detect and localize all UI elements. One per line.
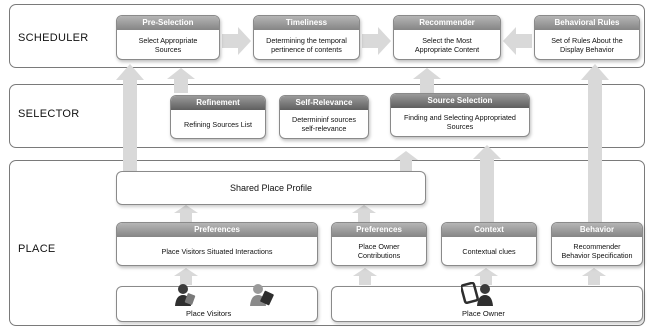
recommender-box: Recommender Select the Most Appropriate … — [393, 15, 501, 60]
arrow-owner-to-context — [474, 268, 498, 285]
refinement-body: Refining Sources List — [184, 119, 252, 129]
place-layer-label: PLACE — [18, 243, 56, 255]
arrow-refinement-to-preselection — [167, 68, 195, 93]
owner-person-icon — [477, 284, 493, 306]
visitor-preferences-title: Preferences — [117, 223, 317, 237]
context-box: Context Contextual clues — [441, 222, 537, 266]
arrow-sourceselection-to-recommender — [413, 68, 441, 93]
behavioral-rules-body: Set of Rules About the Display Behavior — [551, 35, 623, 54]
behavior-box: Behavior Recommender Behavior Specificat… — [551, 222, 643, 266]
arrow-preselection-to-timeliness — [222, 27, 251, 55]
context-body: Contextual clues — [462, 246, 516, 256]
timeliness-box: Timeliness Determining the temporal pert… — [253, 15, 360, 60]
preselection-body: Select Appropriate Sources — [138, 35, 198, 54]
owner-preferences-title: Preferences — [332, 223, 426, 237]
place-layer — [9, 160, 645, 326]
arrow-timeliness-to-recommender — [362, 27, 391, 55]
arrow-behavior-to-recommender — [503, 27, 532, 55]
arrow-visitorprefs-to-profile — [174, 205, 198, 222]
self-relevance-body: Determininf sources self-relevance — [292, 115, 356, 133]
scheduler-layer-label: SCHEDULER — [18, 32, 89, 44]
shared-place-profile: Shared Place Profile — [116, 171, 426, 205]
timeliness-title: Timeliness — [254, 16, 359, 30]
arrow-behavior-to-rules — [581, 64, 609, 222]
visitor-person-icon — [175, 284, 196, 306]
self-relevance-box: Self-Relevance Determininf sources self-… — [279, 95, 369, 139]
behavioral-rules-box: Behavioral Rules Set of Rules About the … — [534, 15, 640, 60]
refinement-box: Refinement Refining Sources List — [170, 95, 266, 139]
owner-preferences-body: Place Owner Contributions — [357, 242, 401, 260]
arrow-profile-to-sourceselection — [394, 151, 418, 172]
place-visitors-box — [116, 286, 318, 322]
owner-display-icon — [461, 282, 479, 305]
visitor-preferences-body: Place Visitors Situated Interactions — [161, 246, 273, 256]
visitor-person-with-tablet-icon — [250, 284, 274, 306]
arrow-owner-to-behavior — [582, 268, 606, 285]
preselection-box: Pre-Selection Select Appropriate Sources — [116, 15, 220, 60]
place-visitors-label: Place Visitors — [186, 309, 232, 318]
refinement-title: Refinement — [171, 96, 265, 110]
behavior-body: Recommender Behavior Specification — [561, 242, 633, 260]
arrow-context-to-sourceselection — [473, 145, 501, 222]
scheduler-layer — [9, 4, 645, 68]
source-selection-body: Finding and Selecting Appropriated Sourc… — [404, 113, 516, 131]
recommender-title: Recommender — [394, 16, 500, 30]
recommender-body: Select the Most Appropriate Content — [414, 35, 480, 54]
behavioral-rules-title: Behavioral Rules — [535, 16, 639, 30]
behavior-title: Behavior — [552, 223, 642, 237]
source-selection-box: Source Selection Finding and Selecting A… — [390, 93, 530, 137]
selector-layer — [9, 84, 645, 148]
selector-layer-label: SELECTOR — [18, 108, 80, 120]
context-title: Context — [442, 223, 536, 237]
preselection-title: Pre-Selection — [117, 16, 219, 30]
arrow-ownerprefs-to-profile — [352, 205, 376, 222]
owner-preferences-box: Preferences Place Owner Contributions — [331, 222, 427, 266]
self-relevance-title: Self-Relevance — [280, 96, 368, 110]
arrow-owner-to-ownerprefs — [353, 268, 377, 285]
arrow-profile-to-preselection — [116, 64, 144, 171]
timeliness-body: Determining the temporal pertinence of c… — [266, 35, 347, 54]
arrow-visitors-to-prefs — [174, 268, 198, 285]
place-owner-label: Place Owner — [462, 309, 505, 318]
source-selection-title: Source Selection — [391, 94, 529, 108]
visitor-preferences-box: Preferences Place Visitors Situated Inte… — [116, 222, 318, 266]
